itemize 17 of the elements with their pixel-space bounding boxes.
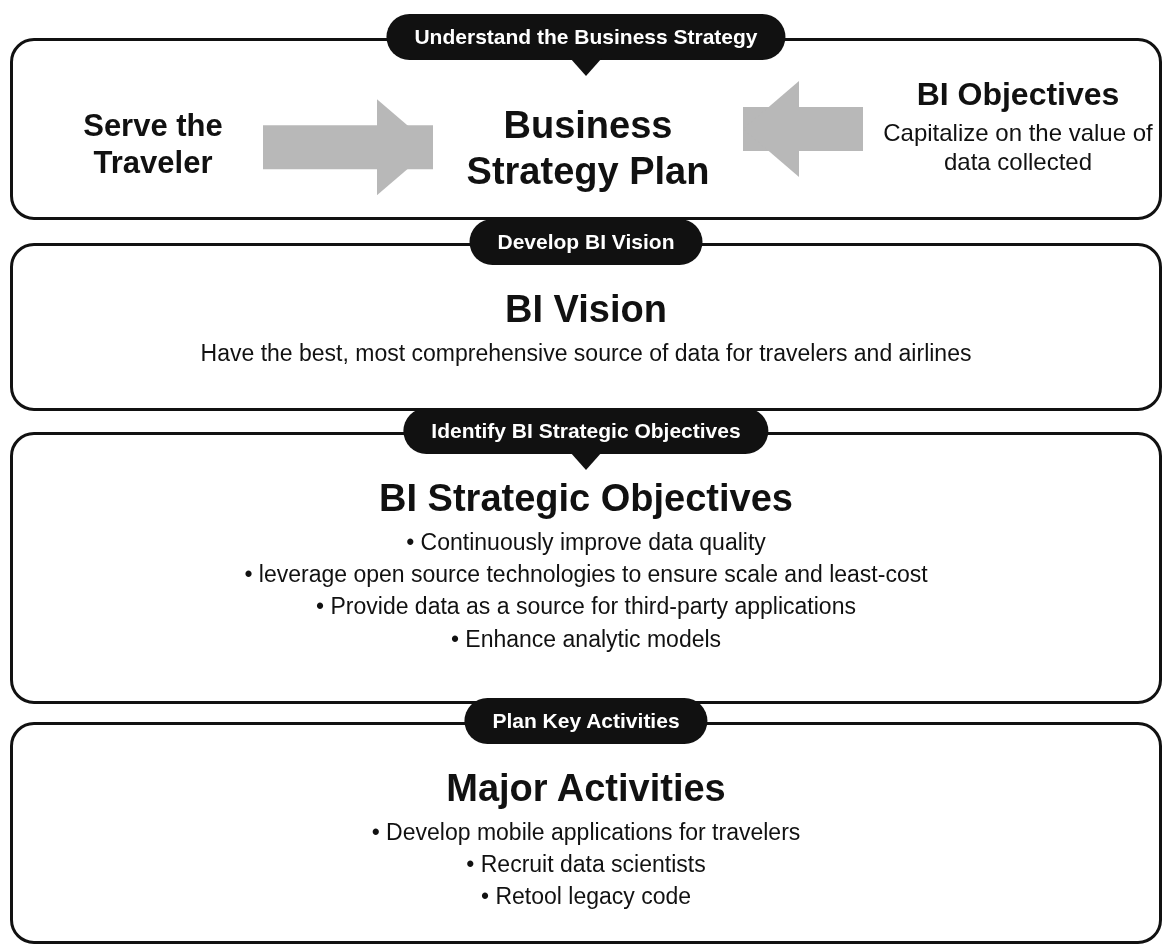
stage-tab: Develop BI Vision <box>469 219 703 265</box>
node-title: Serve the Traveler <box>82 107 224 182</box>
bullet-item: • Develop mobile applications for travelers <box>370 818 802 847</box>
node-title: Business Strategy Plan <box>465 103 711 194</box>
node-description: Capitalize on the value of data collected <box>882 119 1154 177</box>
description-text: Have the best, most comprehensive source of data for travelers and airlines <box>199 339 973 368</box>
stage-heading: BI Vision <box>504 288 668 331</box>
bullet-item: • Enhance analytic models <box>449 624 723 654</box>
stage-heading: BI Strategic Objectives <box>378 477 794 520</box>
stage-tab: Plan Key Activities <box>464 698 708 744</box>
bullet-item: • leverage open source technologies to ensure scale and least-cost <box>243 560 929 590</box>
bullet-item: • Retool legacy code <box>479 882 693 912</box>
node-title: BI Objectives <box>915 75 1121 114</box>
stage-heading: Major Activities <box>445 767 727 810</box>
bullet-item: • Recruit data scientists <box>465 850 707 880</box>
bullet-item: • Continuously improve data quality <box>405 528 767 557</box>
bullet-item: • Provide data as a source for third-party applications <box>315 592 857 622</box>
